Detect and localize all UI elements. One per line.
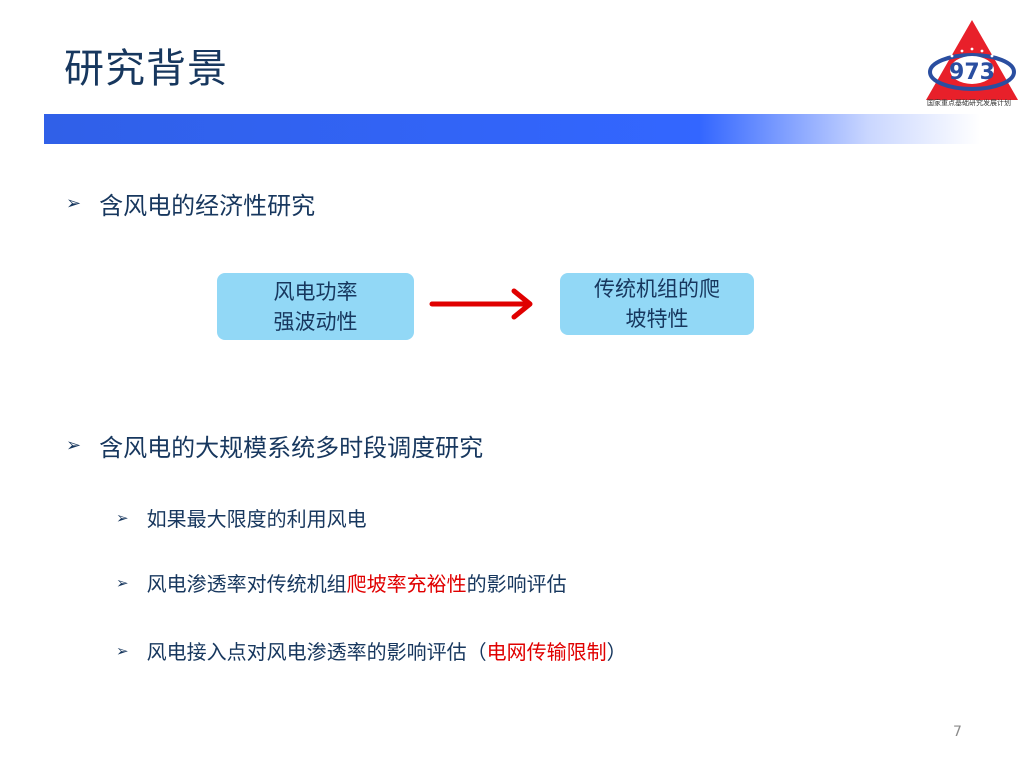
bullet-arrow-icon: ➢ <box>116 508 129 527</box>
sub-bullet-text: 如果最大限度的利用风电 <box>146 507 367 531</box>
diagram-box-right: 传统机组的爬 坡特性 <box>560 273 754 335</box>
logo-caption: 国家重点基础研究发展计划 <box>927 99 1011 107</box>
diagram-box-left: 风电功率 强波动性 <box>217 273 414 340</box>
box-line: 传统机组的爬 <box>594 277 720 301</box>
bullet-text: 含风电的大规模系统多时段调度研究 <box>99 434 484 462</box>
sub-bullet-item: ➢ 风电渗透率对传统机组爬坡率充裕性的影响评估 <box>116 568 567 597</box>
sub-bullet-highlight: 爬坡率充裕性 <box>346 572 467 596</box>
box-line: 风电功率 <box>273 279 358 304</box>
bullet-arrow-icon: ➢ <box>66 193 82 214</box>
sub-bullet-highlight: 电网传输限制 <box>486 640 607 664</box>
sub-bullet-item: ➢ 如果最大限度的利用风电 <box>116 503 367 532</box>
bullet-item: ➢ 含风电的经济性研究 <box>66 186 315 221</box>
right-arrow-icon <box>429 288 533 320</box>
page-title: 研究背景 <box>64 46 228 92</box>
bullet-arrow-icon: ➢ <box>116 573 129 592</box>
bullet-item: ➢ 含风电的大规模系统多时段调度研究 <box>66 428 483 463</box>
sub-bullet-text: 风电接入点对风电渗透率的影响评估（ <box>146 640 487 664</box>
bullet-arrow-icon: ➢ <box>66 435 82 456</box>
box-line: 坡特性 <box>625 307 689 331</box>
bullet-arrow-icon: ➢ <box>116 641 129 660</box>
logo-973-icon: 973 <box>926 20 1018 100</box>
header-band <box>44 114 980 144</box>
page-number: 7 <box>953 724 962 740</box>
sub-bullet-text: ） <box>606 640 627 664</box>
logo-number: 973 <box>949 60 995 85</box>
sub-bullet-text: 的影响评估 <box>466 572 567 596</box>
bullet-text: 含风电的经济性研究 <box>99 192 316 220</box>
box-line: 强波动性 <box>273 309 358 334</box>
sub-bullet-text: 风电渗透率对传统机组 <box>146 572 347 596</box>
sub-bullet-item: ➢ 风电接入点对风电渗透率的影响评估（电网传输限制） <box>116 636 627 665</box>
